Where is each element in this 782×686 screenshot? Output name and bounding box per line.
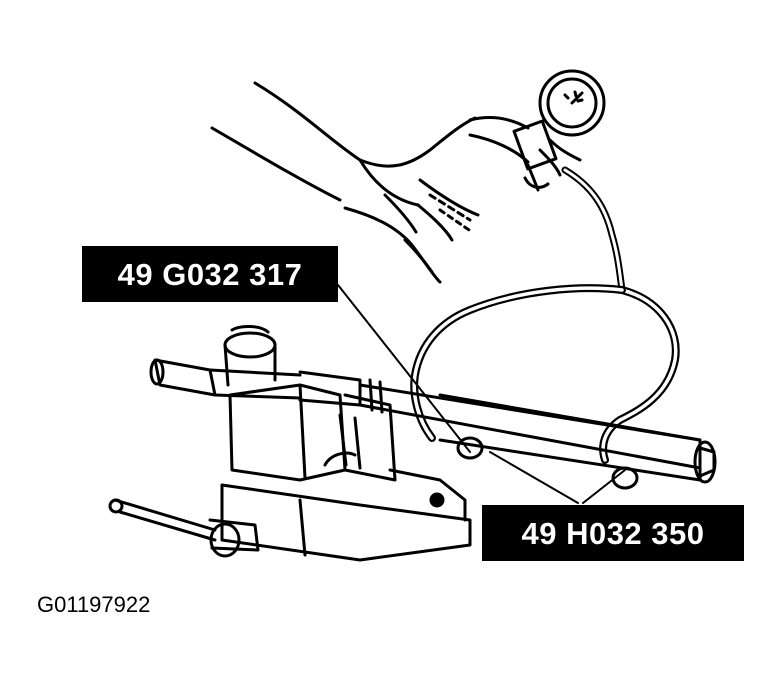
leader-line-2a [489,451,579,504]
figure-id: G01197922 [37,592,151,617]
pressure-gauge-icon [468,69,606,192]
leader-line-2b [582,469,626,504]
bench-vise-icon [108,383,472,562]
leader-line-1 [337,284,471,453]
hose-icon [410,166,680,464]
tool-callout-49g032317: 49 G032 317 [82,246,338,302]
tool-callout-49h032350: 49 H032 350 [482,505,744,561]
steering-gear-icon [149,325,717,490]
hand-icon [210,81,480,284]
